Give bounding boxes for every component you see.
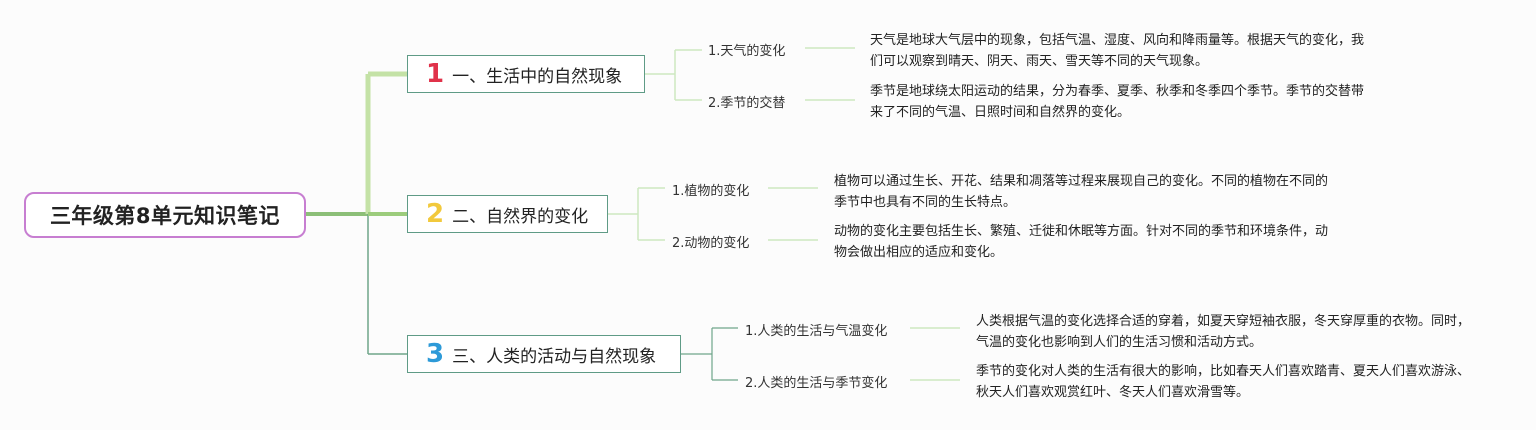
branch-1-sub-1-label[interactable]: 1.天气的变化 bbox=[708, 44, 786, 59]
branch-3-sub-1-desc: 人类根据气温的变化选择合适的穿着，如夏天穿短袖衣服，冬天穿厚重的衣物。同时，气温… bbox=[976, 314, 1471, 350]
branch-2-label: 二、自然界的变化 bbox=[452, 206, 589, 227]
branch-3-sub-2-desc: 季节的变化对人类的生活有很大的影响，比如春天人们喜欢踏青、夏天人们喜欢游泳、秋天… bbox=[976, 364, 1471, 400]
branch-3-sub-bracket bbox=[681, 327, 738, 381]
branch-3-sub-1-label[interactable]: 1.人类的生活与气温变化 bbox=[745, 324, 888, 339]
branch-3-label: 三、人类的活动与自然现象 bbox=[452, 346, 657, 367]
branch-3-node[interactable]: 3 三、人类的活动与自然现象 bbox=[407, 335, 681, 373]
branch-2-number: 2 bbox=[426, 199, 445, 229]
branch-2-node[interactable]: 2 二、自然界的变化 bbox=[407, 195, 608, 233]
branch-1-node[interactable]: 1 一、生活中的自然现象 bbox=[407, 55, 645, 93]
branch-1-sub-2-desc: 季节是地球绕太阳运动的结果，分为春季、夏季、秋季和冬季四个季节。季节的交替带来了… bbox=[870, 84, 1365, 120]
branch-1-label: 一、生活中的自然现象 bbox=[452, 66, 623, 87]
branch-2-sub-1-label[interactable]: 1.植物的变化 bbox=[672, 184, 750, 199]
root-title: 三年级第8单元知识笔记 bbox=[49, 204, 281, 228]
branch-2-sub-2-desc: 动物的变化主要包括生长、繁殖、迁徙和休眠等方面。针对不同的季节和环境条件，动物会… bbox=[834, 224, 1329, 260]
branch-1-number: 1 bbox=[426, 59, 445, 89]
branch-1-sub-bracket bbox=[645, 49, 702, 101]
branch-1-sub-2-label[interactable]: 2.季节的交替 bbox=[708, 96, 786, 111]
branch-3-sub-2-label[interactable]: 2.人类的生活与季节变化 bbox=[745, 376, 888, 391]
root-node[interactable]: 三年级第8单元知识笔记 bbox=[24, 192, 306, 238]
branch-2-sub-1-desc: 植物可以通过生长、开花、结果和凋落等过程来展现自己的变化。不同的植物在不同的季节… bbox=[834, 174, 1329, 210]
branch-2-sub-bracket bbox=[608, 187, 665, 241]
branch-2-sub-2-label[interactable]: 2.动物的变化 bbox=[672, 236, 750, 251]
branch-3-number: 3 bbox=[426, 339, 445, 369]
branch-1-sub-1-desc: 天气是地球大气层中的现象，包括气温、湿度、风向和降雨量等。根据天气的变化，我们可… bbox=[870, 33, 1365, 69]
